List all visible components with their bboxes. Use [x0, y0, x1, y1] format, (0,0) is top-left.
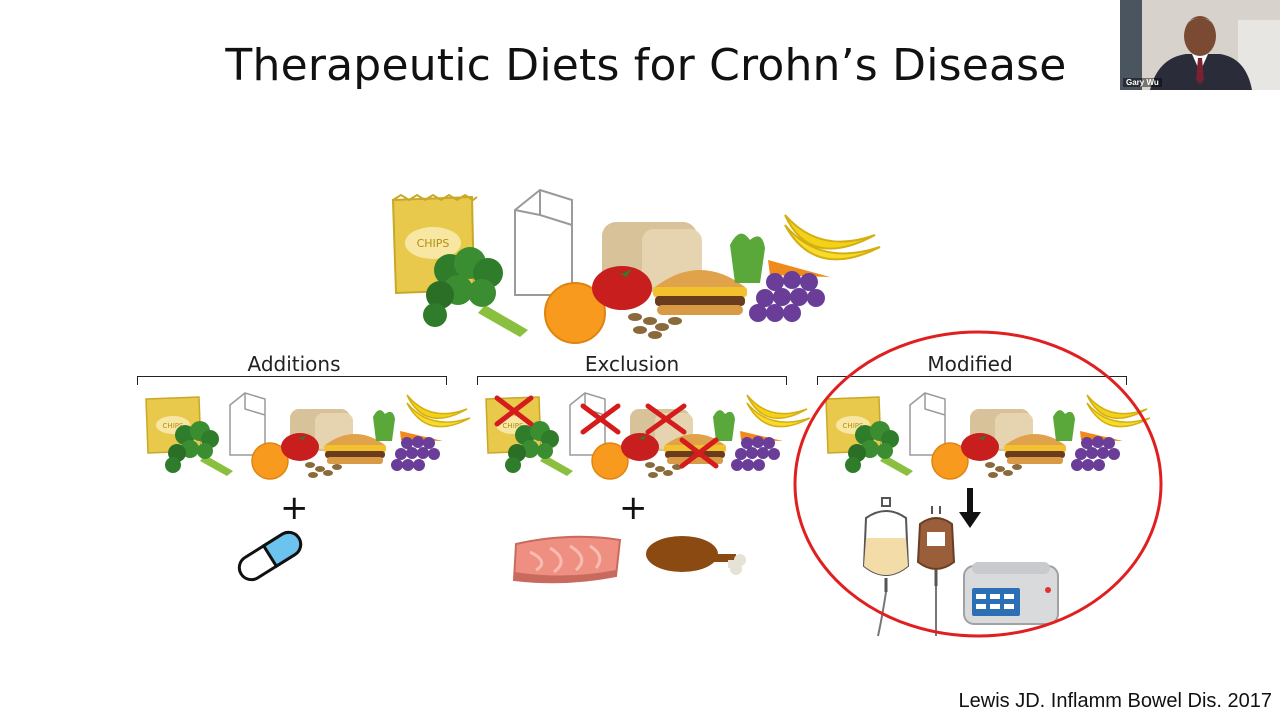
exclusion-x-marks	[494, 395, 719, 469]
participant-name: Gary Wu	[1123, 78, 1162, 87]
banana-icon	[784, 214, 881, 261]
x-mark-icon	[580, 403, 621, 435]
down-arrow-icon	[959, 488, 981, 528]
presenter-avatar	[1120, 0, 1280, 90]
section-label-exclusion: Exclusion	[584, 352, 680, 376]
slide-title: Therapeutic Diets for Crohn’s Disease	[225, 40, 1067, 91]
capsule-pill-icon	[237, 530, 303, 582]
svg-text:CHIPS: CHIPS	[417, 237, 450, 250]
x-mark-icon	[645, 403, 687, 435]
orange-icon	[544, 282, 606, 344]
section-label-additions: Additions	[247, 352, 341, 376]
carrot-icon	[768, 260, 830, 277]
citation: Lewis JD. Inflamm Bowel Dis. 2017	[958, 690, 1272, 712]
x-mark-icon	[494, 395, 534, 427]
chicken-leg-icon	[646, 536, 746, 575]
section-label-modified: Modified	[927, 352, 1013, 376]
bracket-modified	[817, 376, 1127, 385]
bracket-exclusion	[477, 376, 787, 385]
plus-sign-additions: +	[280, 488, 309, 528]
beans-icon	[628, 313, 682, 339]
tomato-icon	[592, 266, 652, 310]
enteral-feeding-bag-icon	[862, 497, 910, 637]
salmon-fillet-icon	[512, 535, 622, 584]
participant-video-tile[interactable]: Gary Wu	[1120, 0, 1280, 90]
enteral-feeding-bag-brown-icon	[916, 506, 956, 636]
grapes-icon	[749, 271, 825, 322]
x-mark-icon	[679, 437, 719, 469]
plus-sign-exclusion: +	[619, 488, 648, 528]
broccoli-icon	[423, 247, 528, 337]
feeding-pump-icon	[963, 562, 1059, 625]
milk-carton-icon	[514, 188, 573, 296]
hamburger-icon	[653, 270, 747, 315]
bracket-additions	[137, 376, 447, 385]
greens-icon	[730, 233, 765, 283]
